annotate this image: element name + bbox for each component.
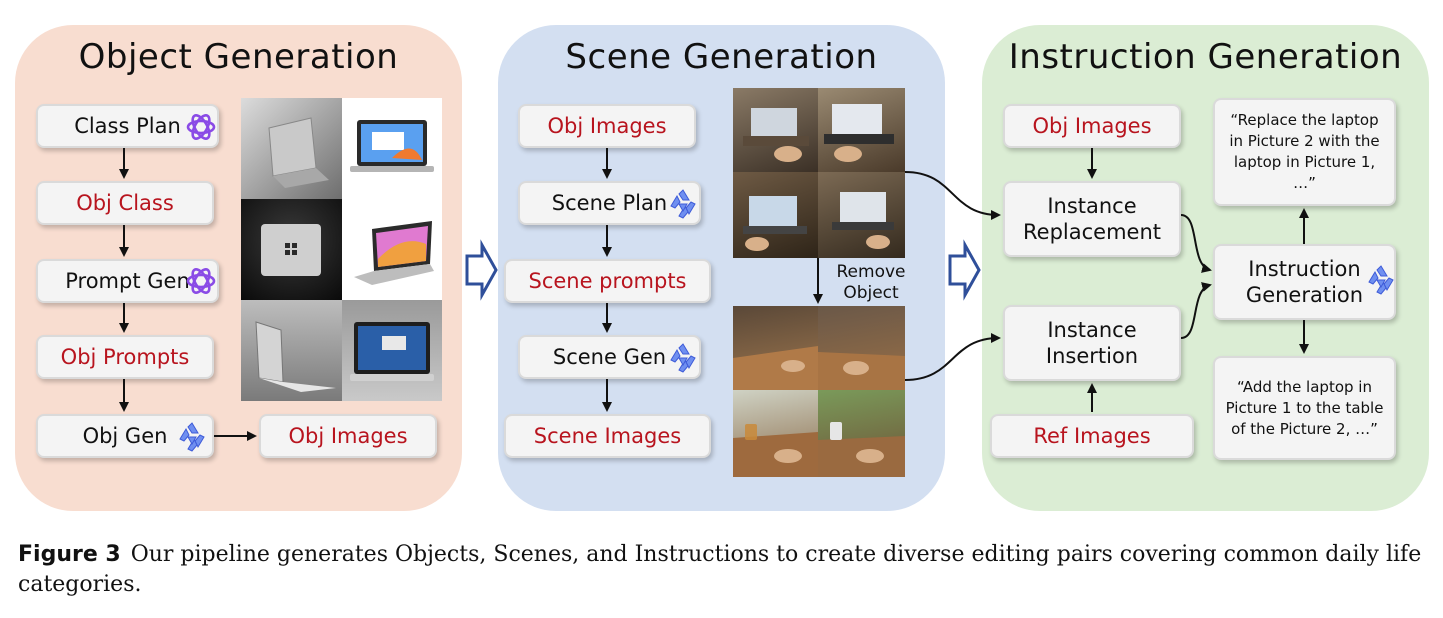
add-instruction-quote: “Add the laptop in Picture 1 to the tabl… [1213, 356, 1396, 460]
scene-prompts-label: Scene prompts [528, 268, 687, 293]
scene-plan-box: Scene Plan [518, 181, 701, 225]
prompt-gen-box: Prompt Gen [36, 259, 219, 303]
qwen-logo-icon [1364, 263, 1398, 297]
laptop-photo [342, 300, 442, 401]
scene-gen-label: Scene Gen [552, 344, 667, 369]
instr-obj-images-box: Obj Images [1003, 104, 1181, 148]
caption-text: Our pipeline generates Objects, Scenes, … [18, 542, 1422, 597]
stage-transition-arrow [948, 239, 981, 301]
replace-instruction-text: “Replace the laptop in Picture 2 with th… [1229, 111, 1380, 192]
instruction-generation-title: Instruction Generation [1008, 37, 1403, 77]
stage-transition-arrow [465, 239, 498, 301]
instruction-generation-label: Instruction Generation [1245, 256, 1364, 307]
obj-gen-label: Obj Gen [82, 423, 168, 448]
scene-photo [733, 88, 818, 172]
scene-images-box: Scene Images [504, 414, 711, 458]
laptop-photo [342, 98, 442, 199]
scene-generation-title: Scene Generation [565, 37, 878, 77]
scene-photo [733, 306, 818, 390]
scene-prompts-box: Scene prompts [504, 259, 711, 303]
ref-images-box: Ref Images [990, 414, 1194, 458]
scene-obj-images-label: Obj Images [547, 113, 667, 138]
ref-images-label: Ref Images [1033, 423, 1151, 448]
scene-photo [818, 172, 905, 258]
qwen-logo-icon [666, 341, 700, 375]
scene-gen-box: Scene Gen [518, 335, 701, 379]
obj-prompts-label: Obj Prompts [60, 344, 190, 369]
qwen-logo-icon [175, 420, 209, 454]
laptop-photo [241, 199, 342, 300]
obj-class-label: Obj Class [76, 190, 174, 215]
obj-gen-box: Obj Gen [36, 414, 214, 458]
class-plan-label: Class Plan [74, 113, 181, 138]
laptop-photo [241, 300, 342, 401]
instance-insertion-label: Instance Insertion [1045, 317, 1139, 368]
prompt-gen-label: Prompt Gen [65, 268, 190, 293]
replace-instruction-quote: “Replace the laptop in Picture 2 with th… [1213, 98, 1396, 206]
instance-replacement-label: Instance Replacement [1023, 193, 1161, 244]
scene-photo [733, 172, 818, 258]
scene-images-label: Scene Images [533, 423, 682, 448]
qwen-logo-icon [666, 187, 700, 221]
scene-photo [818, 390, 905, 477]
laptop-photo [241, 98, 342, 199]
laptop-photo [342, 199, 442, 300]
openai-logo-icon [184, 110, 218, 144]
scene-photo [818, 306, 905, 390]
scene-plan-label: Scene Plan [551, 190, 668, 215]
instance-insertion-box: Instance Insertion [1003, 305, 1181, 381]
scene-photo [818, 88, 905, 172]
instr-obj-images-label: Obj Images [1032, 113, 1152, 138]
instruction-generation-box: Instruction Generation [1213, 244, 1396, 320]
scene-obj-images-box: Obj Images [518, 104, 696, 148]
openai-logo-icon [184, 264, 218, 298]
object-generation-title: Object Generation [78, 37, 399, 77]
remove-object-label: Remove Object [836, 262, 906, 304]
obj-prompts-box: Obj Prompts [36, 335, 214, 379]
obj-images-box: Obj Images [259, 414, 437, 458]
scene-photo [733, 390, 818, 477]
add-instruction-text: “Add the laptop in Picture 1 to the tabl… [1225, 377, 1384, 438]
instance-replacement-box: Instance Replacement [1003, 181, 1181, 257]
obj-images-label: Obj Images [288, 423, 408, 448]
figure-label: Figure 3 [18, 542, 121, 567]
obj-class-box: Obj Class [36, 181, 214, 225]
